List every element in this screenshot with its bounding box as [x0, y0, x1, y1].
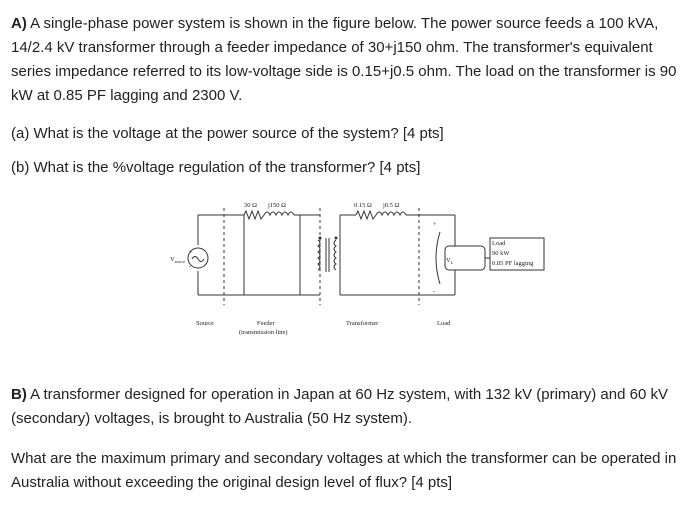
caption-transformer: Transformer: [346, 320, 379, 327]
caption-feeder: Feeder: [257, 320, 276, 327]
sine-icon: [191, 256, 205, 262]
v-source-label: Vsource: [170, 256, 185, 264]
transformer-inductor: [375, 211, 407, 217]
part-b-intro: A transformer designed for operation in …: [11, 386, 668, 427]
load-kw: 90 kW: [492, 250, 510, 257]
feeder-resistor: [243, 209, 265, 221]
caption-source: Source: [196, 320, 214, 327]
tx-x-label: j0.5 Ω: [382, 202, 400, 209]
tx-r-label: 0.15 Ω: [354, 202, 372, 209]
secondary-winding: [333, 239, 337, 271]
part-b-question: What are the maximum primary and seconda…: [11, 450, 677, 491]
part-a-intro: A single-phase power system is shown in …: [11, 15, 677, 104]
feeder-r-label: 30 Ω: [244, 202, 257, 209]
source-minus: -: [189, 264, 191, 270]
source-circle: [187, 247, 209, 269]
part-b-label: B): [11, 386, 27, 403]
feeder-inductor: [263, 211, 295, 217]
load-box: [444, 245, 486, 271]
question-a: (a) What is the voltage at the power sou…: [11, 125, 444, 142]
part-a-label: A): [11, 15, 27, 32]
source-plus: +: [189, 250, 193, 256]
v-load-label: VL: [446, 257, 454, 265]
part-b-paragraph: B) A transformer designed for operation …: [11, 383, 691, 431]
load-minus: -: [433, 289, 435, 295]
question-b: (b) What is the %voltage regulation of t…: [11, 159, 421, 176]
feeder-x-label: j150 Ω: [267, 202, 286, 209]
caption-load: Load: [437, 320, 451, 327]
load-label-box: [489, 237, 545, 271]
load-title: Load: [492, 240, 506, 247]
load-pf: 0.85 PF lagging: [492, 260, 534, 267]
voltage-arrow: [435, 231, 441, 285]
transformer-resistor: [355, 209, 377, 221]
load-plus: +: [433, 222, 437, 228]
caption-feeder-sub: (transmission line): [239, 329, 288, 336]
primary-winding: [317, 239, 321, 271]
part-a-paragraph: A) A single-phase power system is shown …: [11, 12, 691, 108]
